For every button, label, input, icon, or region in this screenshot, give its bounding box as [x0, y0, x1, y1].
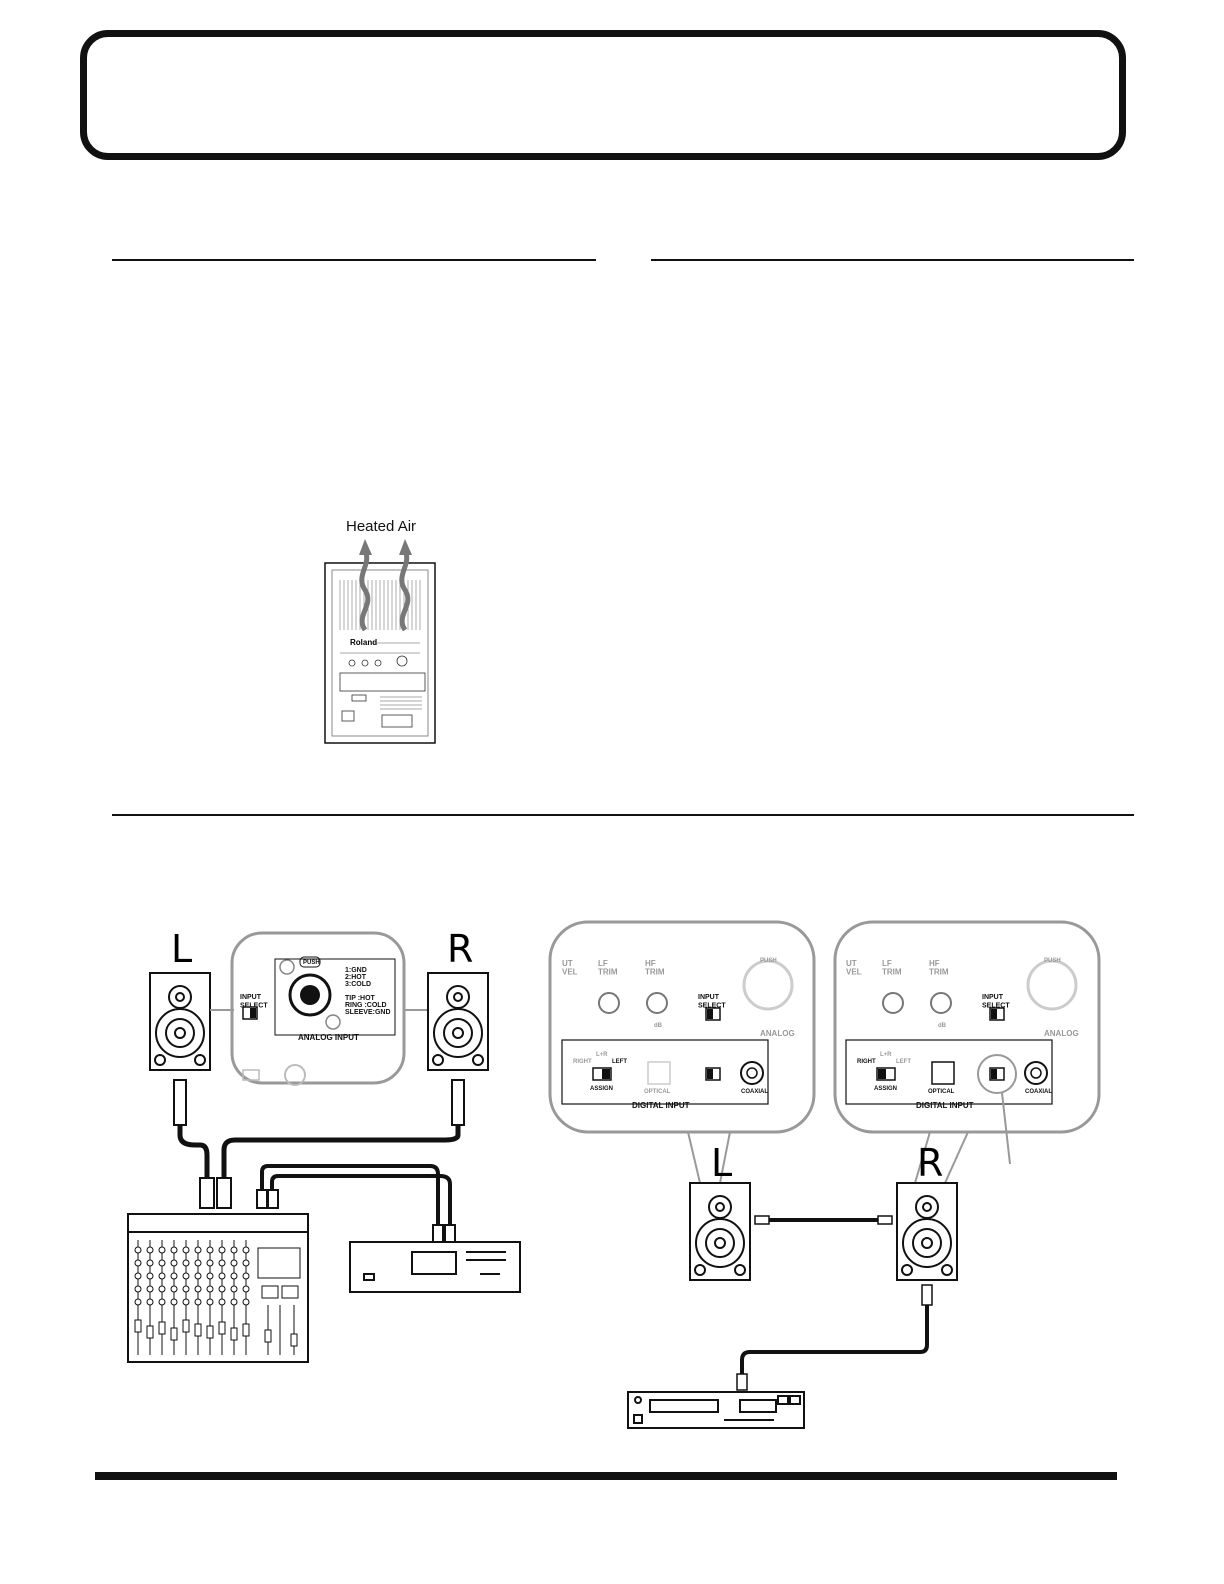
rear-panel-ventilation-illustration: Roland [324, 539, 436, 744]
page-bottom-rule [95, 1472, 1117, 1480]
digital-source-cable [736, 1284, 933, 1391]
optical-label-right: OPTICAL [928, 1089, 955, 1095]
coaxial-label-right: COAXIAL [1025, 1089, 1052, 1095]
right-monitor-speaker-analog [427, 972, 489, 1071]
section-rule-connections [112, 814, 1134, 816]
assign-label-left: ASSIGN [590, 1086, 613, 1092]
coaxial-label-left: COAXIAL [741, 1089, 768, 1095]
xlr-cables [177, 1125, 461, 1180]
analog-label-right: ANALOG [1044, 1029, 1079, 1038]
left-monitor-speaker-digital [689, 1182, 751, 1281]
digital-input-label-right: DIGITAL INPUT [916, 1101, 974, 1110]
assign-lr-label-left: L+R [596, 1052, 608, 1058]
analog-label-left: ANALOG [760, 1029, 795, 1038]
assign-lr-label-right: L+R [880, 1052, 892, 1058]
assign-left-label-left: LEFT [612, 1059, 627, 1065]
assign-label-right: ASSIGN [874, 1086, 897, 1092]
ring-label: RING :COLD [345, 1002, 387, 1009]
push-label-left: PUSH [760, 958, 777, 964]
coaxial-link-cable [754, 1215, 893, 1225]
assign-right-label-left: RIGHT [573, 1059, 592, 1065]
digital-right-speaker-label: R [917, 1141, 943, 1185]
tip-label: TIP :HOT [345, 995, 376, 1002]
pin-1-label: 1:GND [345, 967, 367, 974]
recorder-deck [349, 1241, 521, 1293]
title-box [80, 30, 1126, 160]
roland-logo-text: Roland [350, 638, 377, 647]
section-rule-right [651, 259, 1134, 261]
section-rule-left [112, 259, 596, 261]
sleeve-label: SLEEVE:GND [345, 1009, 391, 1016]
assign-left-label-right: LEFT [896, 1059, 911, 1065]
pin-2-label: 2:HOT [345, 974, 367, 981]
push-label: PUSH [303, 960, 320, 966]
left-speaker-label: L [171, 927, 192, 971]
db-label-left: dB [654, 1023, 663, 1029]
digital-left-speaker-label: L [711, 1141, 732, 1185]
right-speaker-label: R [447, 927, 473, 971]
heated-air-caption: Heated Air [346, 518, 417, 535]
mixing-console [127, 1213, 309, 1363]
db-label-right: dB [938, 1023, 947, 1029]
optical-label-left: OPTICAL [644, 1089, 671, 1095]
push-label-right: PUSH [1044, 958, 1061, 964]
right-monitor-speaker-digital [896, 1182, 958, 1281]
left-monitor-speaker-analog [149, 972, 211, 1071]
assign-right-label-right: RIGHT [857, 1059, 876, 1065]
analog-input-label: ANALOG INPUT [298, 1033, 359, 1042]
pin-3-label: 3:COLD [345, 981, 371, 988]
digital-input-label-left: DIGITAL INPUT [632, 1101, 690, 1110]
cd-player [627, 1391, 805, 1429]
